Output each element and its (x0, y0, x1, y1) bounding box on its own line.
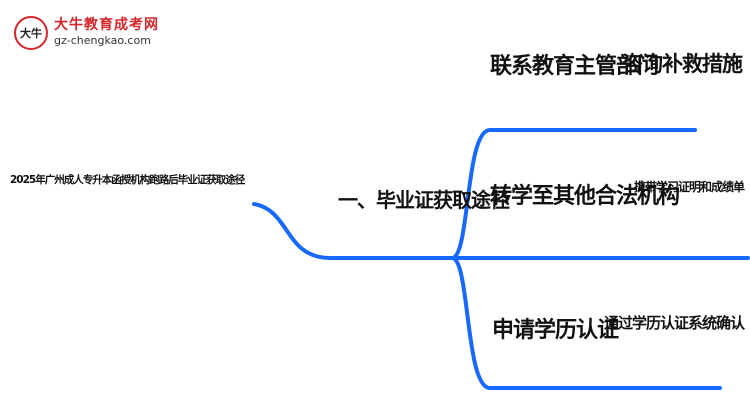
leaf-1-label: 联系教育主管部门 (490, 54, 659, 79)
leaf-3-label: 申请学历认证 (492, 318, 619, 343)
leaf-2-detail: 携带学习证明和成绩单 (634, 180, 745, 194)
site-logo[interactable]: 大牛 大牛教育成考网 gz-chengkao.com (14, 12, 164, 52)
leaf-1-detail: 咨询补救措施 (622, 52, 743, 76)
logo-url: gz-chengkao.com (54, 34, 151, 47)
leaf-3-detail: 通过学历认证系统确认 (604, 314, 745, 332)
edge-root-to-branch (252, 202, 454, 260)
branch-node: 一、毕业证获取途径 (338, 188, 510, 212)
leaf-2-label: 转学至其他合法机构 (490, 184, 680, 209)
root-node: 2025年广州成人专升本函授机构跑路后毕业证获取途径 (10, 174, 245, 186)
edge-branch-to-leaf-1 (450, 128, 697, 260)
logo-title: 大牛教育成考网 (54, 17, 159, 33)
cow-mascot-icon: 大牛 (14, 16, 48, 50)
edge-branch-to-leaf-3 (450, 256, 722, 390)
